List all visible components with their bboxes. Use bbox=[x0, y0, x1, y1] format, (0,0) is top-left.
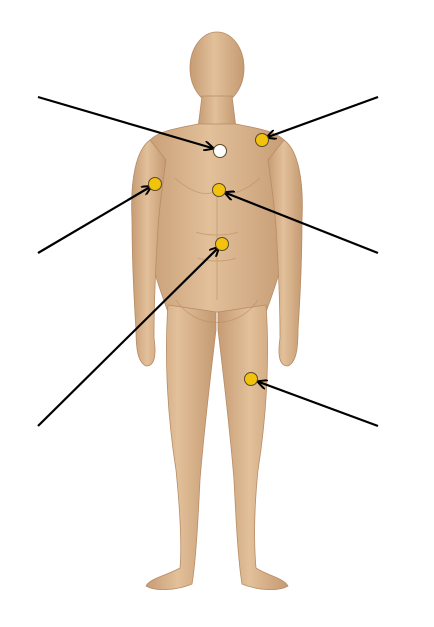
leg-left bbox=[145, 304, 217, 590]
marker-left-shoulder[interactable] bbox=[255, 133, 269, 147]
body-shading bbox=[174, 177, 261, 323]
arrow-lower-right bbox=[259, 382, 379, 428]
arrow-upper-right bbox=[268, 95, 379, 137]
arrow-lower-left bbox=[37, 248, 218, 427]
arrows bbox=[37, 95, 379, 428]
neck bbox=[197, 95, 237, 129]
arm-left bbox=[131, 139, 167, 367]
leg-right bbox=[217, 304, 289, 590]
arm-right bbox=[267, 139, 303, 367]
marker-left-thigh[interactable] bbox=[244, 372, 258, 386]
head bbox=[189, 31, 245, 105]
marker-mid-chest[interactable] bbox=[212, 183, 226, 197]
marker-right-shoulder[interactable] bbox=[148, 177, 162, 191]
marker-upper-abdomen[interactable] bbox=[215, 237, 229, 251]
arrow-mid-right bbox=[226, 193, 379, 255]
arrow-mid-left bbox=[37, 187, 150, 254]
markers bbox=[148, 133, 269, 386]
arrow-upper-left bbox=[37, 95, 212, 148]
marker-sternal-notch[interactable] bbox=[213, 144, 227, 158]
